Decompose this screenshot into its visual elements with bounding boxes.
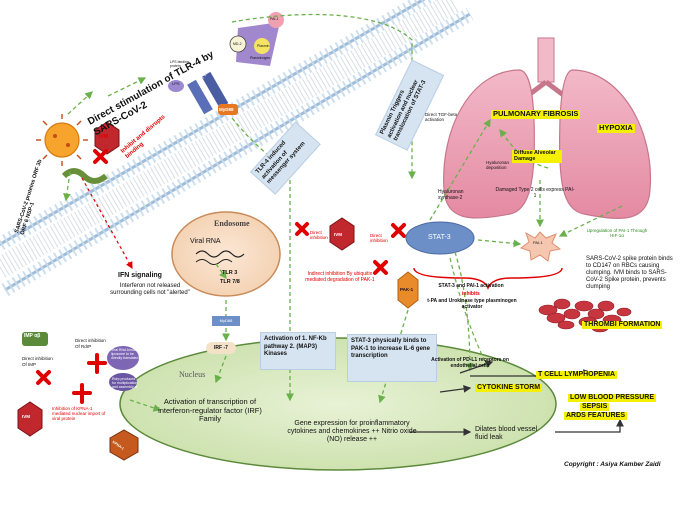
rdrp-text: Rdrp produced for multiplication and ass…: [112, 377, 138, 394]
ards-label: ARDS FEATURES: [564, 412, 627, 421]
cell-membrane: [0, 0, 474, 297]
virus-icon: [36, 114, 88, 166]
lung-illustration: [443, 37, 652, 219]
stat3-binding-box: STAT-3 physically binds to PAK-1 to incr…: [347, 334, 437, 382]
ifn-title: IFN signaling: [118, 272, 162, 279]
myd88-membrane-label: MyD88: [219, 107, 234, 112]
damaged-cells-text: Damaged Type 2 cells express PAI-1: [495, 187, 575, 199]
receptor-icon: [61, 168, 108, 184]
ivm-label-2: IVM: [334, 232, 343, 237]
viral-rna-liposome-text: Viral RNA binds to liposome to be direct…: [111, 348, 140, 361]
imp-shape: [22, 332, 48, 346]
direct-inhibition-rdrp-b: Of RdrP: [75, 344, 92, 349]
tpa-text: t-PA and Urokinase type plasminogen acti…: [427, 298, 517, 310]
pai1-label: PAI-1: [533, 240, 543, 245]
plasminogen-label: Plasminogen: [250, 56, 271, 60]
ivm-hexagon-2: [329, 217, 355, 251]
irf7-label: IRF -7: [206, 342, 236, 354]
myd88-endosome-label: MyD88: [212, 316, 240, 326]
hyaluronan-synthase-text: Hyaluronan synthase-2: [438, 189, 464, 201]
nucleus-gene-text: Gene expression for proinflammatory cyto…: [287, 420, 417, 444]
ivm-hexagon-3: [17, 401, 43, 437]
activation-box: Activation of 1. NF-Kb pathway 2. (MAP3)…: [260, 332, 336, 370]
indirect-inhibition-text: Indirect inhibition By ubiquitin mediate…: [305, 271, 375, 283]
direct-inhibition-imp-b: Of IMP: [22, 362, 37, 367]
inhibits-text: inhibits: [462, 291, 480, 297]
pai1-shape: [519, 231, 562, 262]
plasmin-label: Plasmin: [257, 44, 270, 48]
plasmin-complex: [229, 12, 284, 66]
brace: [413, 267, 563, 291]
upregulation-text: Upregulation of PAI-1 Through HIF-1α: [586, 228, 648, 239]
low-bp-label: LOW BLOOD PRESSURE: [568, 394, 657, 403]
rbc-cluster: [538, 298, 632, 333]
pulmonary-fibrosis-label: PULMONARY FIBROSIS: [491, 109, 581, 119]
inhibition-x-marks: [36, 149, 406, 385]
ifn-red-arrow: [81, 177, 133, 270]
nucleus-irf-text: Activation of transcription of interfero…: [158, 397, 262, 424]
liposome-shape: [107, 346, 139, 370]
tlr78-label: TLR 7/8: [220, 279, 240, 285]
lps-protein-label: LPS binding protein: [170, 60, 189, 69]
imp-label: IMP αβ: [24, 333, 41, 339]
kpna1-shape: [109, 429, 139, 461]
nucleus-label: Nucleus: [179, 370, 206, 379]
nucleus-ellipse: [119, 337, 557, 471]
rdrp-shape: [109, 373, 137, 391]
md2-label: MD-2: [233, 42, 242, 46]
direct-inhibition-imp-a: Direct inhibition: [22, 356, 53, 361]
copyright-text: Copyright : Asiya Kamber Zaidi: [564, 461, 661, 468]
pak1-label: PAK-1: [400, 287, 414, 292]
red-plus-marks: [72, 353, 107, 404]
ivm-hexagon-1: [94, 121, 120, 155]
kpna-inhibition-text: Inhibition of KPNA-1 mediated nuclear im…: [52, 406, 106, 422]
viral-rna-label: Viral RNA: [190, 238, 221, 245]
lps-label: LPS: [172, 81, 180, 86]
dilates-text: Dilates blood vessel fluid leak: [475, 426, 538, 442]
sepsis-label: SEPSIS: [580, 403, 610, 412]
direct-inhibition-2: Direct inhibition: [370, 233, 388, 244]
ivm-label-3: IVM: [22, 414, 31, 419]
tgf-beta-text: Direct TGF-beta activation: [425, 112, 458, 123]
viral-rna-strand: [195, 250, 245, 258]
viral-rna-strand-2: [195, 259, 233, 265]
tlr3-label: TLR 3: [222, 270, 238, 276]
pdl1-text: Activation of PD-L1 receptors on endothe…: [431, 357, 509, 369]
direct-inhibition-rdrp-a: Direct inhibition: [75, 338, 106, 343]
hypoxia-label: HYPOXIA: [597, 123, 635, 133]
tlr4-receptor: [168, 71, 238, 115]
ivm-label-1: IVM: [99, 134, 108, 140]
stat3-shape: [405, 221, 475, 255]
t-cell-lymphopenia-label: T CELL LYMPHOPENIA: [536, 371, 618, 380]
direct-inhibition-1: Direct inhibition: [310, 230, 328, 241]
sars-binds-text: SARS-CoV-2 spike protein binds to CD147 …: [586, 256, 673, 290]
stat3-label: STAT-3: [428, 234, 451, 241]
ifn-text: Interferon not released surrounding cell…: [110, 283, 190, 296]
pak1-shape: [397, 271, 419, 309]
endosome-ellipse: [171, 211, 281, 297]
endosome-label: Endosome: [214, 219, 250, 228]
diffuse-alveolar-label: Diffuse Alveolar Damage: [512, 150, 562, 163]
thrombi-formation-label: THROMBI FORMATION: [582, 321, 663, 330]
cytokine-storm-label: CYTOKINE STORM: [475, 384, 543, 393]
hyaluronan-deposition-text: Hyaluronan deposition: [486, 160, 510, 171]
pai-membrane-label: PAI-1: [270, 17, 279, 21]
stat3-pai-text: STAT-3 and PAI-1 activation: [438, 283, 504, 289]
connector-arrows: [63, 13, 623, 412]
